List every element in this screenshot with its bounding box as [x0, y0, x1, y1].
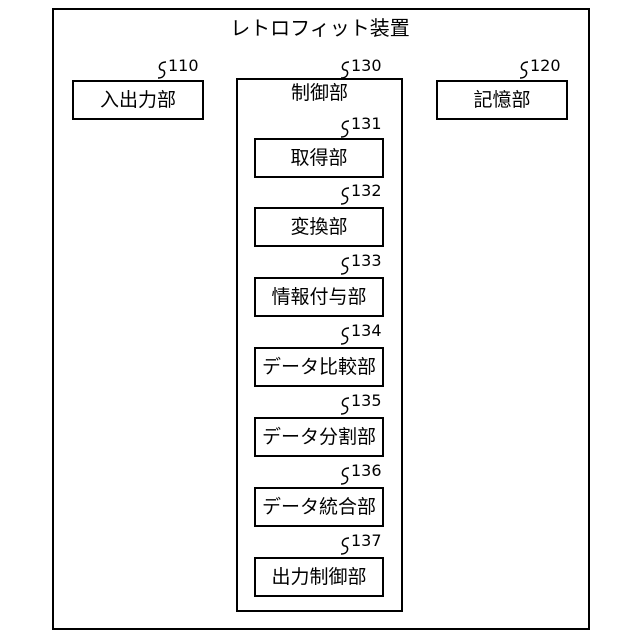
ref-number-110: 110: [168, 58, 199, 74]
ref-number-136: 136: [351, 463, 382, 479]
control-module-label: 制御部: [236, 84, 403, 103]
sub-unit-label: 取得部: [290, 149, 347, 168]
ref-leader-136: [339, 466, 351, 486]
sub-unit-box: データ比較部: [254, 347, 384, 387]
ref-leader-133: [339, 256, 351, 276]
device-title: レトロフィット装置: [0, 18, 640, 38]
sub-unit-label: データ比較部: [262, 358, 376, 377]
sub-unit-box: データ統合部: [254, 487, 384, 527]
ref-number-134: 134: [351, 323, 382, 339]
sub-unit-box: 取得部: [254, 138, 384, 178]
ref-number-132: 132: [351, 183, 382, 199]
storage-module-box: 記憶部: [436, 80, 568, 120]
sub-unit-label: 変換部: [290, 218, 347, 237]
ref-leader-134: [339, 326, 351, 346]
sub-unit-box: データ分割部: [254, 417, 384, 457]
ref-number-135: 135: [351, 393, 382, 409]
sub-unit-label: データ分割部: [262, 428, 376, 447]
ref-number-120: 120: [530, 58, 561, 74]
ref-leader-130: [339, 60, 351, 80]
sub-unit-label: 情報付与部: [271, 288, 366, 307]
io-module-box: 入出力部: [72, 80, 204, 120]
ref-leader-110: [156, 60, 168, 80]
ref-leader-135: [339, 396, 351, 416]
ref-leader-137: [339, 536, 351, 556]
sub-unit-box: 情報付与部: [254, 277, 384, 317]
storage-module-label: 記憶部: [473, 91, 530, 110]
sub-unit-box: 出力制御部: [254, 557, 384, 597]
ref-leader-131: [339, 119, 351, 139]
io-module-label: 入出力部: [100, 91, 176, 110]
ref-number-131: 131: [351, 116, 382, 132]
ref-number-137: 137: [351, 533, 382, 549]
ref-number-130: 130: [351, 58, 382, 74]
ref-leader-120: [518, 60, 530, 80]
sub-unit-label: 出力制御部: [271, 568, 366, 587]
ref-number-133: 133: [351, 253, 382, 269]
sub-unit-box: 変換部: [254, 207, 384, 247]
sub-unit-label: データ統合部: [262, 498, 376, 517]
ref-leader-132: [339, 186, 351, 206]
